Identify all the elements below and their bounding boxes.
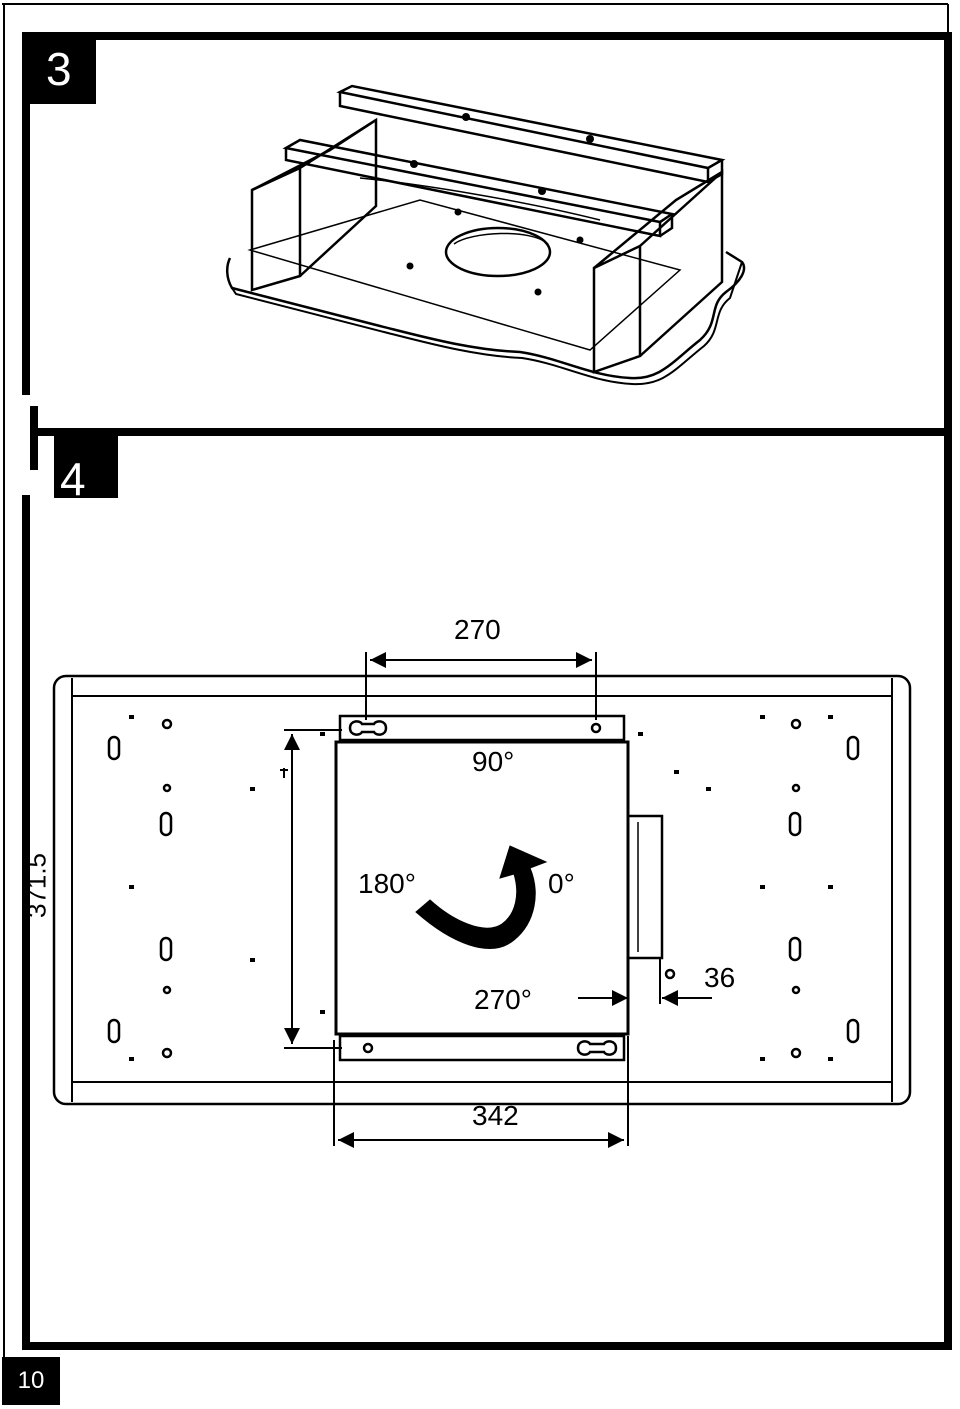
hood-base-illustration <box>226 84 746 386</box>
base-plate <box>226 250 746 380</box>
rotation-arrow-icon <box>415 845 548 949</box>
right-holes <box>788 718 860 1059</box>
outlet-collar <box>626 814 664 960</box>
dim-371-label: 371.5 <box>21 852 52 919</box>
left-holes <box>107 718 173 1059</box>
rotation-label-270: 270° <box>474 984 532 1015</box>
keyhole-top-left <box>348 720 388 736</box>
bottom-bracket <box>338 1034 626 1062</box>
top-bracket <box>338 714 626 742</box>
rotation-label-90: 90° <box>472 746 515 777</box>
step-4-panel <box>22 428 952 1350</box>
dim-342-label: 342 <box>472 1100 519 1131</box>
keyhole-bottom-right <box>576 1040 618 1056</box>
dim-36-label: 36 <box>704 962 736 993</box>
step-3-tab: 3 <box>22 32 96 104</box>
step-4-number: 4 <box>60 453 86 505</box>
step-4-tab: 4 <box>54 432 118 502</box>
step-3-panel <box>22 32 952 442</box>
rotation-label-0: 0° <box>548 868 575 899</box>
step-3-number: 3 <box>46 43 72 95</box>
rotation-label-180: 180° <box>358 868 416 899</box>
gap-mark <box>30 406 38 470</box>
dim-270-label: 270 <box>454 614 501 645</box>
outlet-hole <box>444 226 552 278</box>
hood-outline <box>52 674 912 1106</box>
page-number: 10 <box>2 1357 60 1405</box>
